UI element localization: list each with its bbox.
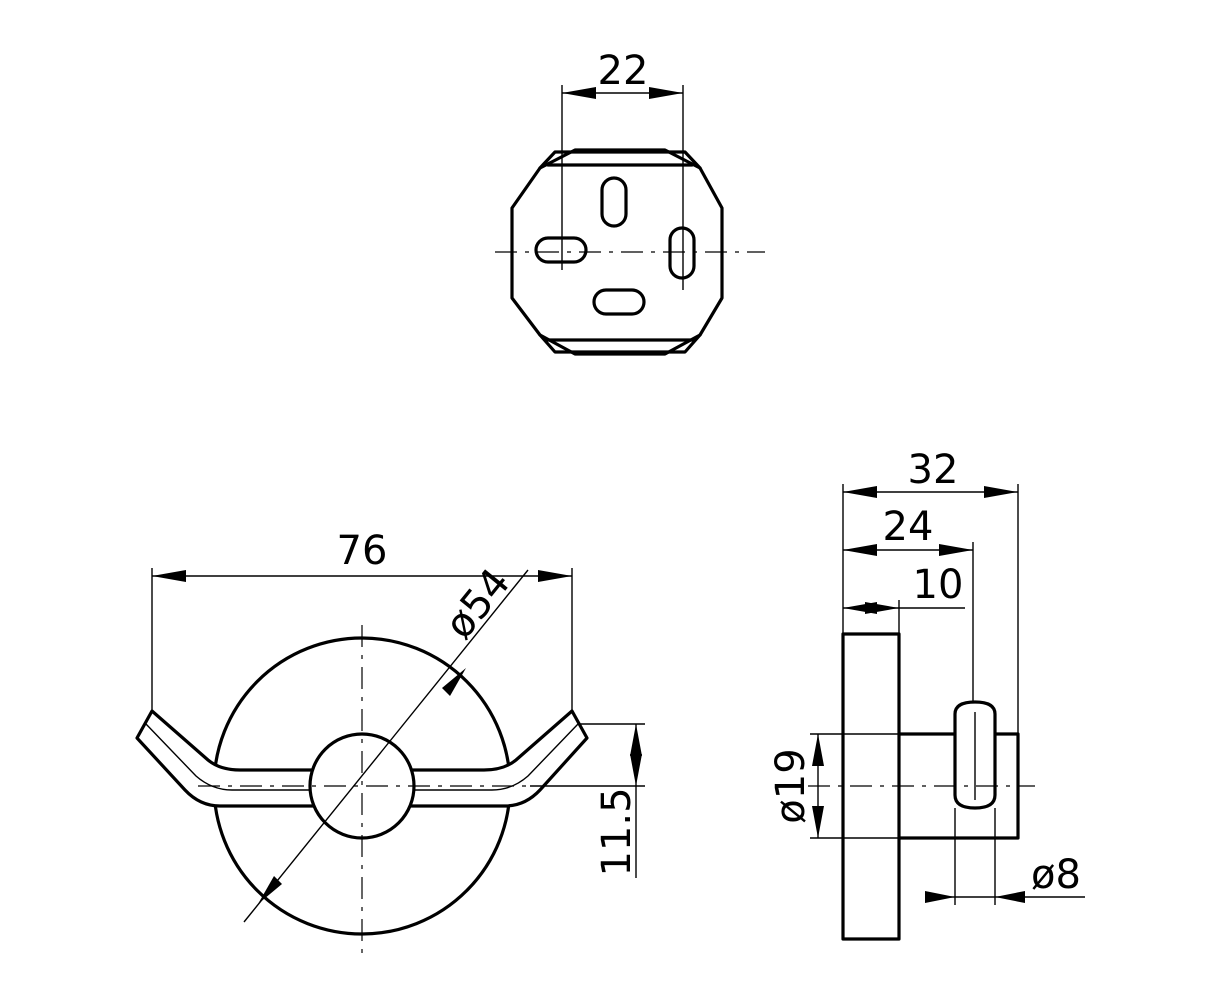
slot-right xyxy=(668,226,696,280)
dim-54-line xyxy=(243,569,529,923)
dim-32-arrow-right xyxy=(984,486,1018,498)
dim-76-arrow-left xyxy=(152,570,186,582)
dim-24-label: 24 xyxy=(883,504,934,550)
dim-32-arrow-left xyxy=(843,486,877,498)
dim-24-arrow-left xyxy=(843,544,877,556)
dim-8-arrow-right xyxy=(995,891,1025,903)
dim-8-label: ø8 xyxy=(1031,852,1081,898)
dim-19-label: ø19 xyxy=(768,748,814,823)
dim-22-arrow-left xyxy=(562,87,596,99)
dim-76-label: 76 xyxy=(337,528,388,574)
dim-54-arrow-high xyxy=(442,668,466,696)
front-view-double-hook: ø54 76 11.5 xyxy=(135,528,645,955)
slot-left xyxy=(534,236,588,264)
slot-bottom xyxy=(592,288,646,316)
dim-8-arrow-left xyxy=(925,891,955,903)
dim-10-label: 10 xyxy=(913,562,964,608)
dim-11-5-label: 11.5 xyxy=(594,787,640,876)
dim-19-arrow-top xyxy=(812,734,824,766)
dim-24-arrow-right xyxy=(939,544,973,556)
dim-22-label: 22 xyxy=(598,48,649,94)
dim-10-arrow-right xyxy=(865,602,899,614)
slot-top xyxy=(600,176,628,228)
dim-19-arrow-bottom xyxy=(812,806,824,838)
top-view-mounting-plate: 22 xyxy=(495,48,765,356)
dim-76-arrow-right xyxy=(538,570,572,582)
dim-11-5-arrow-bottom xyxy=(630,754,642,786)
dim-11-5-arrow-top xyxy=(630,724,642,756)
side-view: 32 24 10 ø19 ø8 xyxy=(768,447,1085,941)
dim-54-arrow-low xyxy=(258,876,282,904)
dim-22-arrow-right xyxy=(649,87,683,99)
plate-bottom-rim xyxy=(538,333,702,356)
dim-32-label: 32 xyxy=(908,447,959,493)
dim-54-label: ø54 xyxy=(436,560,519,648)
